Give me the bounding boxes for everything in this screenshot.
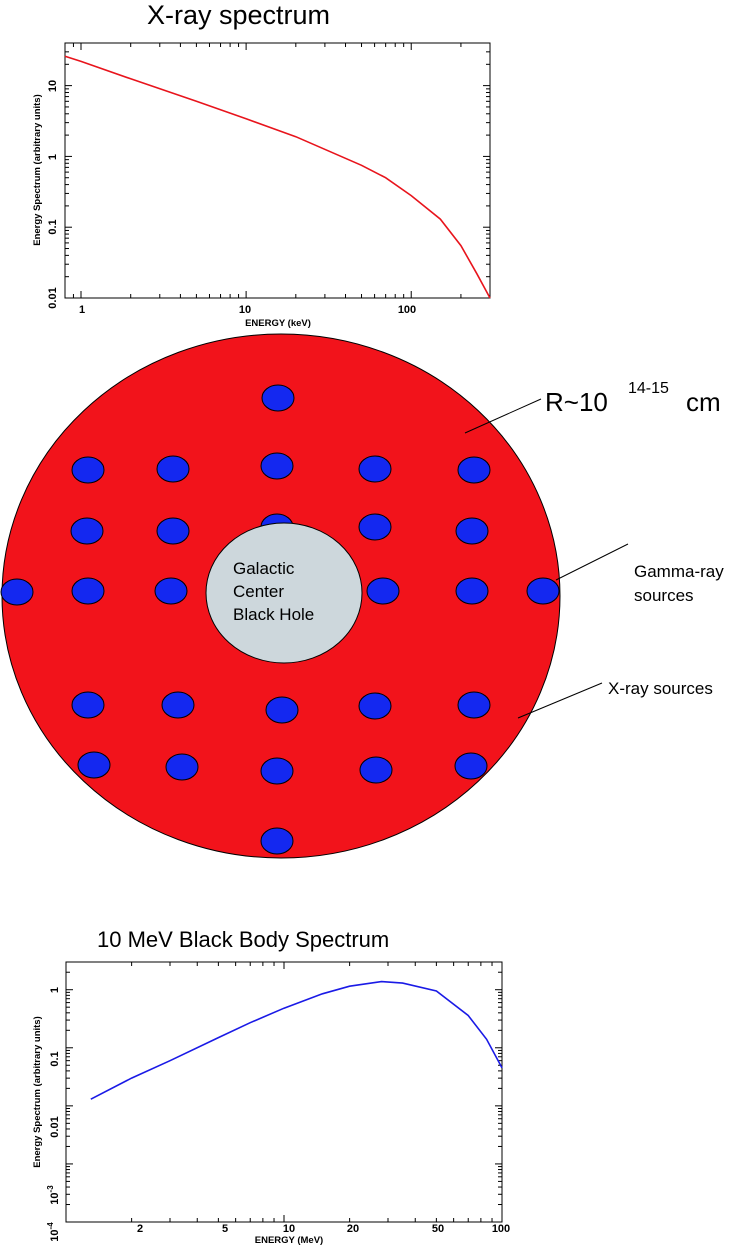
gamma-label-line: sources	[634, 586, 694, 605]
source-dot	[0, 578, 34, 606]
bb-spectrum-line	[90, 980, 503, 1100]
source-dot	[260, 452, 294, 480]
gamma-label: Gamma-ray sources	[634, 562, 724, 605]
source-dot	[71, 456, 105, 484]
bb-y-tick-label: 0.01	[49, 1116, 61, 1137]
bb-x-tick-label: 2	[137, 1223, 143, 1235]
source-dot	[457, 456, 491, 484]
source-dot	[457, 691, 491, 719]
xray-chart: X-ray spectrum 1 10 100 0.01 0.1 1 10 EN…	[32, 0, 491, 329]
bb-x-axis-label: ENERGY (MeV)	[255, 1235, 323, 1246]
radius-label: R~10 14-15 cm	[545, 380, 721, 417]
bb-y-tick-label: 1	[49, 987, 61, 993]
source-dot	[265, 696, 299, 724]
source-diagram: Galactic Center Black Hole R~10 14-15 cm…	[0, 333, 724, 859]
source-dot	[454, 752, 488, 780]
source-dot	[358, 513, 392, 541]
bb-y-tick-label-pow: 10-3	[46, 1185, 61, 1205]
source-dot	[71, 577, 105, 605]
radius-label-unit: cm	[686, 387, 721, 417]
source-dot	[260, 757, 294, 785]
black-hole-label-line: Galactic	[233, 559, 295, 578]
source-dot	[70, 517, 104, 545]
bb-y-tick-labels: 1 0.1 0.01 10-3 10-4	[46, 987, 61, 1242]
source-dot	[366, 577, 400, 605]
source-dot	[71, 691, 105, 719]
gamma-label-line: Gamma-ray	[634, 562, 724, 581]
bb-x-tick-label: 20	[347, 1223, 359, 1235]
xray-y-tick-label: 1	[47, 154, 59, 160]
source-dot	[358, 455, 392, 483]
gamma-leader-line	[555, 543, 629, 581]
xray-y-tick-label: 0.01	[47, 287, 59, 308]
black-hole-label: Galactic Center Black Hole	[233, 559, 314, 624]
radius-leader-line	[464, 398, 542, 434]
source-dot	[455, 577, 489, 605]
xray-leader-line	[517, 682, 603, 719]
bb-y-axis-label: Energy Spectrum (arbitrary units)	[32, 1016, 43, 1168]
bb-x-tick-label: 50	[432, 1223, 444, 1235]
black-hole-label-line: Center	[233, 582, 284, 601]
source-dot	[526, 577, 560, 605]
bb-x-tick-label: 100	[492, 1223, 510, 1235]
radius-label-exponent: 14-15	[628, 380, 669, 397]
xray-spectrum-line	[64, 55, 491, 299]
bb-chart-title: 10 MeV Black Body Spectrum	[97, 927, 389, 952]
source-dot	[156, 517, 190, 545]
xray-y-axis-label: Energy Spectrum (arbitrary units)	[32, 94, 43, 246]
xray-x-tick-label: 10	[239, 304, 251, 316]
bb-chart: 10 MeV Black Body Spectrum 2 5 10 20 50 …	[32, 927, 510, 1246]
source-dot	[154, 577, 188, 605]
bb-y-tick-label-pow: 10-4	[46, 1222, 61, 1242]
source-dot	[156, 455, 190, 483]
source-dot	[261, 384, 295, 412]
xray-x-tick-label: 100	[398, 304, 416, 316]
xray-tick-marks	[64, 42, 491, 299]
xray-y-tick-labels: 0.01 0.1 1 10	[47, 80, 59, 309]
bb-x-tick-labels: 2 5 10 20 50 100	[137, 1223, 510, 1235]
source-dot	[359, 756, 393, 784]
source-dot	[455, 517, 489, 545]
bb-plot-frame	[65, 961, 503, 1223]
source-dot	[161, 691, 195, 719]
source-dot	[165, 753, 199, 781]
black-hole-label-line: Black Hole	[233, 605, 314, 624]
xray-y-tick-label: 10	[47, 80, 59, 92]
bb-x-tick-label: 10	[283, 1223, 295, 1235]
black-hole-region	[205, 522, 363, 664]
xray-plot-frame	[64, 42, 491, 299]
bb-x-tick-label: 5	[222, 1223, 228, 1235]
xray-sources-label: X-ray sources	[608, 679, 713, 698]
source-dot	[358, 692, 392, 720]
source-dot	[77, 751, 111, 779]
xray-y-tick-label: 0.1	[47, 219, 59, 234]
source-dot	[260, 827, 294, 855]
bb-tick-marks	[65, 961, 503, 1223]
xray-x-axis-label: ENERGY (keV)	[245, 318, 311, 329]
xray-x-tick-label: 1	[79, 304, 85, 316]
xray-chart-title: X-ray spectrum	[147, 0, 330, 30]
radius-label-base: R~10	[545, 387, 608, 417]
xray-x-tick-labels: 1 10 100	[79, 304, 416, 316]
bb-y-tick-label: 0.1	[49, 1051, 61, 1066]
